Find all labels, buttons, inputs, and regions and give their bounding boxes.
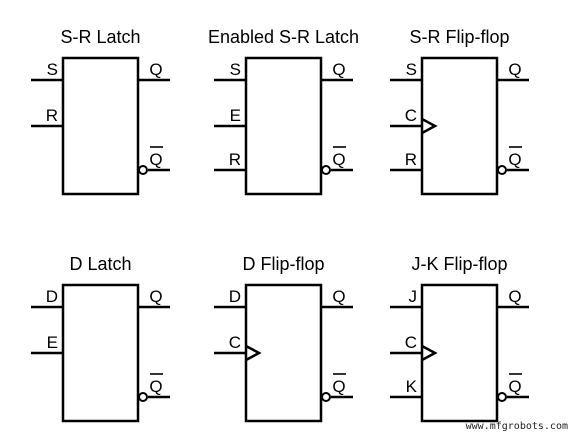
s-r-flip-flop-input-c-label: C	[405, 106, 417, 125]
s-r-flip-flop-clock-triangle	[421, 117, 438, 135]
s-r-flip-flop-input-r-label: R	[405, 150, 417, 169]
s-r-latch-body	[61, 56, 140, 196]
j-k-flip-flop-input-j-label: J	[409, 287, 418, 306]
enabled-s-r-latch-output-q-label: Q	[332, 60, 345, 79]
d-latch-inversion-bubble	[138, 392, 148, 402]
s-r-flip-flop-output-q-bar-label: Q	[508, 150, 521, 169]
s-r-flip-flop-title: S-R Flip-flop	[409, 27, 509, 47]
j-k-flip-flop-input-k-label: K	[406, 377, 418, 396]
d-flip-flop-inversion-bubble	[321, 392, 331, 402]
d-latch-input-d-label: D	[46, 287, 58, 306]
d-flip-flop-output-q-bar-label: Q	[332, 377, 345, 396]
s-r-flip-flop-input-s-label: S	[406, 60, 417, 79]
d-latch-output-q-label: Q	[149, 287, 162, 306]
d-latch-title: D Latch	[69, 254, 131, 274]
enabled-s-r-latch-input-r-label: R	[229, 150, 241, 169]
enabled-s-r-latch-input-e-label: E	[230, 106, 241, 125]
j-k-flip-flop-title: J-K Flip-flop	[411, 254, 507, 274]
watermark: www.mfgrobots.com	[466, 421, 568, 432]
d-latch-body	[61, 283, 140, 423]
j-k-flip-flop-input-c-label: C	[405, 333, 417, 352]
d-flip-flop-title: D Flip-flop	[242, 254, 324, 274]
s-r-latch-title: S-R Latch	[60, 27, 140, 47]
d-flip-flop-input-d-label: D	[229, 287, 241, 306]
d-flip-flop-output-q-label: Q	[332, 287, 345, 306]
s-r-flip-flop-output-q-label: Q	[508, 60, 521, 79]
s-r-latch-input-s-label: S	[47, 60, 58, 79]
j-k-flip-flop-inversion-bubble	[497, 392, 507, 402]
j-k-flip-flop-output-q-label: Q	[508, 287, 521, 306]
enabled-s-r-latch-title: Enabled S-R Latch	[208, 27, 359, 47]
j-k-flip-flop-output-q-bar-label: Q	[508, 377, 521, 396]
d-latch-output-q-bar-label: Q	[149, 377, 162, 396]
j-k-flip-flop-clock-triangle	[421, 344, 438, 362]
enabled-s-r-latch-input-s-label: S	[230, 60, 241, 79]
d-flip-flop-input-c-label: C	[229, 333, 241, 352]
d-latch-input-e-label: E	[47, 333, 58, 352]
enabled-s-r-latch-output-q-bar-label: Q	[332, 150, 345, 169]
s-r-latch-output-q-bar-label: Q	[149, 150, 162, 169]
s-r-latch-output-q-label: Q	[149, 60, 162, 79]
s-r-latch-inversion-bubble	[138, 165, 148, 175]
d-flip-flop-clock-triangle	[245, 344, 262, 362]
s-r-latch-input-r-label: R	[46, 106, 58, 125]
s-r-flip-flop-inversion-bubble	[497, 165, 507, 175]
enabled-s-r-latch-inversion-bubble	[321, 165, 331, 175]
enabled-s-r-latch-body	[244, 56, 323, 196]
